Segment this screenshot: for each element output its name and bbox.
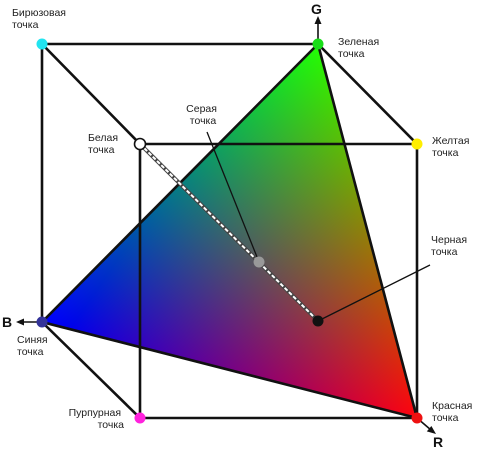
gray-point — [253, 256, 265, 268]
white-point-label: Белая точка — [88, 132, 121, 156]
edge-blue-magenta — [40, 320, 142, 420]
point-labels: Бирюзовая точка Зеленая точка Белая точк… — [12, 7, 475, 431]
red-point — [411, 412, 423, 424]
color-points — [36, 38, 423, 424]
yellow-point — [411, 138, 423, 150]
red-point-label: Красная точка — [432, 400, 475, 424]
black-point-pointer — [317, 264, 431, 322]
gray-point-label: Серая точка — [186, 103, 220, 127]
white-point — [133, 137, 147, 151]
magenta-point — [134, 412, 146, 424]
blue-point-label: Синяя точка — [17, 334, 51, 358]
green-point — [312, 38, 324, 50]
green-point-label: Зеленая точка — [338, 36, 382, 60]
gray-diagonal — [138, 142, 320, 323]
b-axis-arrowhead — [16, 318, 24, 326]
gray-point-pointer — [206, 131, 260, 263]
magenta-point-label: Пурпурная точка — [69, 407, 125, 431]
yellow-point-label: Желтая точка — [432, 135, 472, 159]
r-axis-arrowhead — [426, 426, 436, 434]
b-axis-label: B — [2, 314, 12, 330]
black-point — [312, 315, 324, 327]
r-axis-label: R — [433, 434, 443, 450]
cube-edges — [40, 42, 419, 420]
g-axis-arrowhead — [314, 16, 322, 24]
edge-cyan-white — [40, 42, 142, 146]
edge-green-yellow — [316, 42, 419, 146]
black-point-label: Черная точка — [431, 234, 470, 258]
cyan-point — [36, 38, 48, 50]
g-axis-label: G — [311, 1, 322, 17]
cyan-point-label: Бирюзовая точка — [12, 7, 69, 31]
blue-point — [36, 316, 48, 328]
